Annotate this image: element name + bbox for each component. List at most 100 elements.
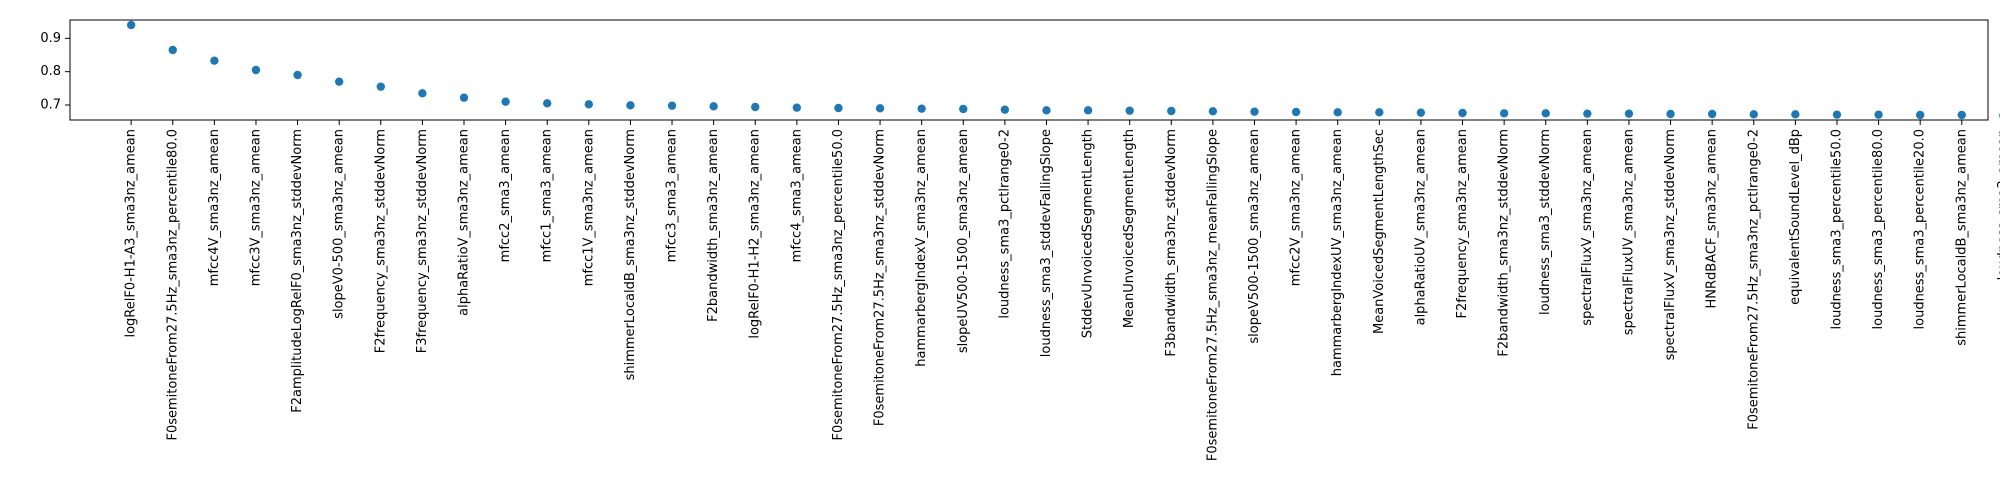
data-point [875,104,885,113]
data-point [251,65,261,75]
data-point [1624,109,1634,118]
data-point [1083,106,1093,115]
data-point [1000,105,1010,114]
data-point [501,97,510,106]
y-axis: 0.7 0.8 0.9 [40,31,70,113]
x-axis: logRelF0-H1-A3_sma3nz_amean F0semitoneFro… [124,120,2000,461]
data-point [1957,110,1966,120]
x-tick-label: slopeV0-500_sma3nz_amean [332,129,347,319]
x-tick-label: mfcc3_sma3_amean [665,129,680,262]
data-point [1250,107,1259,116]
x-tick-label: F0semitoneFrom27.5Hz_sma3nz_pctlrange0-2 [1746,129,1761,430]
data-point [1541,109,1550,118]
x-tick-label: shimmerLocaldB_sma3nz_amean [1954,129,1969,346]
data-point [1583,109,1592,118]
x-tick-label: alphaRatioUV_sma3nz_amean [1413,129,1428,325]
y-tick-label: 0.9 [40,31,61,46]
data-point [834,103,843,113]
data-point [1167,106,1176,116]
data-point [1375,108,1384,117]
x-tick-label: F0semitoneFrom27.5Hz_sma3nz_percentile50… [831,129,846,441]
axes-frame [69,19,1989,121]
data-point [667,101,677,110]
data-point [1915,110,1925,120]
x-tick-label: hammarbergIndexUV_sma3nz_amean [1330,129,1345,376]
x-tick-label: F2amplitudeLogRelF0_sma3nz_stddevNorm [290,129,305,413]
data-point [126,20,136,30]
data-point [1416,108,1426,117]
data-point [751,102,760,112]
data-points [126,20,2000,120]
data-point [376,82,385,91]
x-tick-label: mfcc2V_sma3nz_amean [1289,129,1304,286]
x-tick-label: shimmerLocaldB_sma3nz_stddevNorm [623,129,638,380]
y-tick-label: 0.7 [40,98,61,113]
data-point [1291,107,1301,117]
data-point [959,104,968,114]
x-tick-label: F3frequency_sma3nz_stddevNorm [415,129,430,353]
data-point [168,45,177,55]
x-tick-label: loudness_sma3_percentile80.0 [1871,129,1886,329]
x-tick-label: logRelF0-H1-H2_sma3nz_amean [748,129,763,339]
data-point [792,103,802,112]
data-point [1832,110,1842,119]
x-tick-label: F2bandwidth_sma3nz_stddevNorm [1497,129,1512,357]
x-tick-label: F2frequency_sma3nz_stddevNorm [373,129,388,353]
x-tick-label: F0semitoneFrom27.5Hz_sma3nz_percentile80… [165,129,180,441]
x-tick-label: loudness_sma3_pctlrange0-2 [997,129,1012,319]
x-tick-label: slopeV500-1500_sma3nz_amean [1247,129,1262,344]
x-tick-label: mfcc4_sma3_amean [789,129,804,262]
plot-area [69,19,1989,121]
x-tick-label: mfcc1_sma3_amean [540,129,555,262]
x-tick-label: spectralFluxV_sma3nz_stddevNorm [1663,129,1678,360]
x-tick-label: F3bandwidth_sma3nz_stddevNorm [1164,129,1179,357]
x-tick-label: mfcc4V_sma3nz_amean [207,129,222,286]
data-point [1458,108,1467,118]
y-tick-label: 0.8 [40,64,61,79]
x-tick-label: F0semitoneFrom27.5Hz_sma3nz_meanFallingS… [1205,129,1220,461]
data-point [1042,106,1051,115]
x-tick-label: loudness_sma3_percentile20.0 [1913,129,1928,329]
x-tick-label: hammarbergIndexV_sma3nz_amean [914,129,929,367]
x-tick-label: equivalentSoundLevel_dBp [1788,129,1803,305]
x-tick-label: loudness_sma3_amean [1996,129,2000,280]
data-point [626,101,635,110]
x-tick-label: mfcc1V_sma3nz_amean [581,129,596,286]
data-point [1499,109,1509,118]
x-tick-label: StddevUnvoicedSegmentLength [1081,129,1096,338]
x-tick-label: spectralFluxV_sma3nz_amean [1580,129,1595,326]
data-point [917,104,926,113]
x-tick-label: mfcc3V_sma3nz_amean [248,129,263,286]
data-point [1749,110,1758,119]
x-tick-label: loudness_sma3_percentile50.0 [1829,129,1844,329]
x-tick-label: MeanUnvoicedSegmentLength [1122,129,1137,328]
data-point [1874,110,1883,119]
x-tick-label: loudness_sma3_stddevFallingSlope [1039,129,1054,357]
data-point [1791,110,1800,119]
x-tick-label: MeanVoicedSegmentLengthSec [1372,129,1387,334]
x-tick-label: logRelF0-H1-A3_sma3nz_amean [124,129,139,338]
x-tick-label: F0semitoneFrom27.5Hz_sma3nz_stddevNorm [873,129,888,426]
x-tick-label: loudness_sma3_stddevNorm [1538,129,1553,315]
x-tick-label: HNRdBACF_sma3nz_amean [1705,129,1720,309]
data-point [459,93,469,102]
data-point [584,100,594,109]
data-point [293,70,302,80]
data-point [1666,109,1675,119]
x-tick-label: slopeUV500-1500_sma3nz_amean [956,129,971,353]
data-point [210,56,219,65]
x-tick-label: spectralFluxUV_sma3nz_amean [1621,129,1636,335]
x-tick-label: mfcc2_sma3_amean [498,129,513,262]
x-tick-label: alphaRatioV_sma3nz_amean [457,129,472,316]
data-point [1333,108,1342,117]
data-point [334,77,344,86]
data-point [1208,107,1218,116]
data-point [1707,109,1717,119]
data-point [543,99,552,108]
x-tick-label: F2bandwidth_sma3nz_amean [706,129,721,322]
data-point [709,102,718,111]
data-point [1125,106,1134,115]
x-tick-label: F2frequency_sma3nz_amean [1455,129,1470,319]
